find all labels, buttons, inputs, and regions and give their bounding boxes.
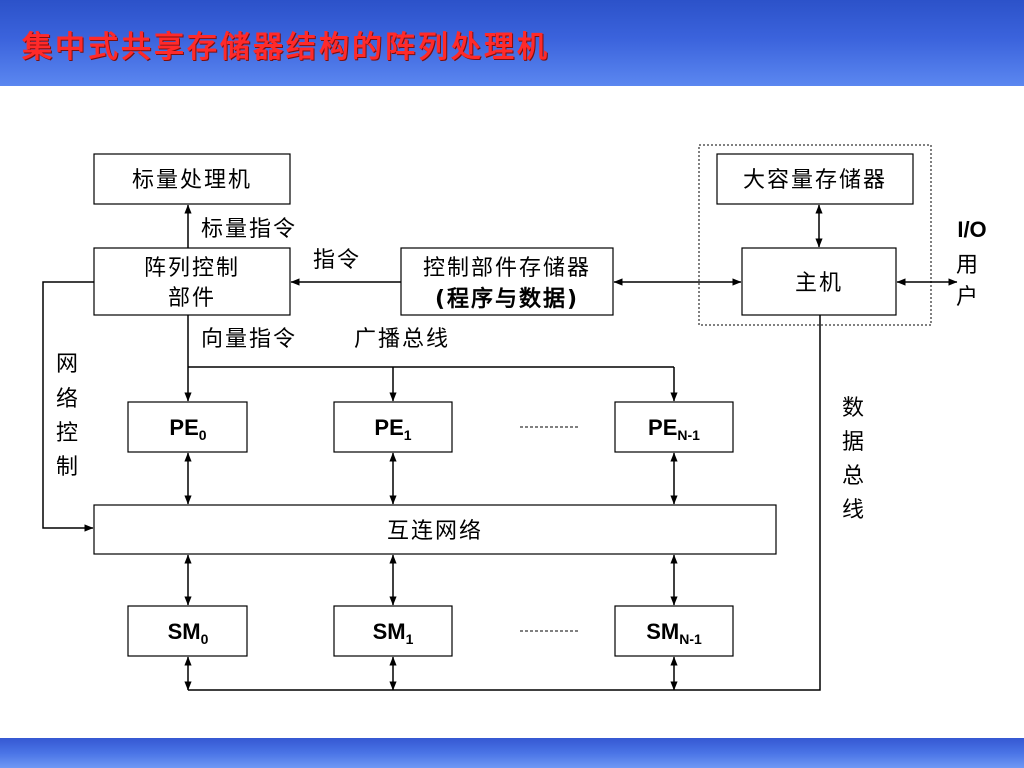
- pe-label: PE0: [169, 415, 206, 443]
- array-control-label-line2: 部件: [168, 286, 216, 311]
- large-memory-label: 大容量存储器: [743, 168, 887, 193]
- sm-label: SMN-1: [646, 619, 702, 647]
- pe-label: PE1: [374, 415, 411, 443]
- array-control-label-line1: 阵列控制: [144, 256, 240, 281]
- pe-box: PE1: [333, 401, 453, 453]
- pe-box: PE0: [127, 401, 248, 453]
- scalar-instruction-label: 标量指令: [201, 217, 297, 242]
- vector-instruction-label: 向量指令: [201, 327, 297, 352]
- svg-text:线: 线: [842, 498, 866, 523]
- control-memory-label-line1: 控制部件存储器: [423, 256, 591, 281]
- scalar-processor-label: 标量处理机: [132, 168, 252, 193]
- svg-text:总: 总: [842, 464, 866, 489]
- svg-text:据: 据: [842, 430, 866, 455]
- data-bus-label: 数 据 总 线: [842, 396, 866, 523]
- sm-box: SM0: [127, 605, 248, 657]
- svg-text:制: 制: [56, 455, 80, 480]
- svg-text:控: 控: [56, 421, 80, 446]
- host-label: 主机: [795, 271, 843, 296]
- svg-text:网: 网: [56, 352, 80, 377]
- broadcast-bus-label: 广播总线: [354, 327, 450, 352]
- sm-label: SM0: [168, 619, 209, 647]
- host-group-frame: [698, 144, 932, 326]
- user-label: 用 户: [956, 253, 980, 310]
- scalar-processor-box: 标量处理机: [93, 153, 291, 205]
- svg-text:数: 数: [842, 396, 866, 421]
- title-bar: 集中式共享存储器结构的阵列处理机: [0, 0, 1024, 86]
- array-control-unit-box: 阵列控制 部件: [93, 247, 291, 316]
- network-control-label: 网 络 控 制: [56, 352, 80, 480]
- host-box: 主机: [741, 247, 897, 316]
- io-label: I/O: [957, 217, 986, 242]
- pe-label: PEN-1: [648, 415, 700, 443]
- large-memory-box: 大容量存储器: [716, 153, 914, 205]
- sm-box: SMN-1: [614, 605, 734, 657]
- control-memory-box: 控制部件存储器 (程序与数据): [400, 247, 614, 316]
- sm-box: SM1: [333, 605, 453, 657]
- footer-bar: [0, 738, 1024, 768]
- sm-label: SM1: [373, 619, 414, 647]
- svg-text:用: 用: [956, 253, 980, 278]
- svg-text:络: 络: [56, 387, 80, 412]
- slide-title: 集中式共享存储器结构的阵列处理机: [22, 30, 550, 65]
- interconnect-network-box: 互连网络: [93, 504, 777, 555]
- instruction-label: 指令: [313, 248, 361, 273]
- control-memory-label-line2: (程序与数据): [435, 286, 579, 312]
- data-bus-line: [188, 315, 821, 691]
- svg-text:户: 户: [956, 285, 980, 310]
- interconnect-label: 互连网络: [387, 519, 483, 544]
- pe-box: PEN-1: [614, 401, 734, 453]
- network-control-path: [42, 281, 94, 532]
